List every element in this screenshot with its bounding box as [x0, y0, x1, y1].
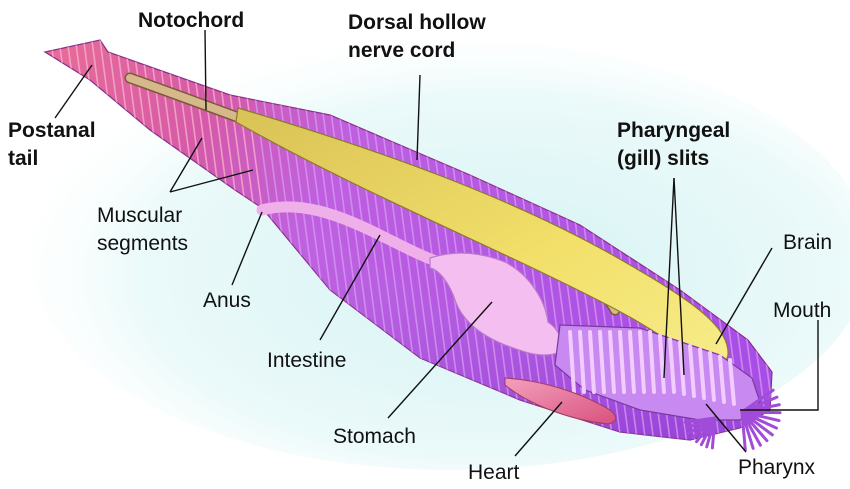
muscular-leader-1 [169, 137, 203, 193]
anus-leader [231, 211, 263, 286]
postanal-leader [54, 64, 93, 119]
gill-slit [618, 330, 626, 394]
gill-slit [728, 358, 736, 406]
intestine-leader [319, 234, 381, 341]
pharyngeal-leader-2 [673, 177, 685, 376]
gill-slit [718, 354, 726, 404]
gill-slit [688, 344, 696, 398]
gill-slit [608, 330, 616, 394]
label-pharynx: Pharynx [738, 456, 816, 479]
intestine [256, 201, 446, 268]
mouth-cirrus [683, 416, 717, 424]
leader-lines [54, 29, 819, 457]
brain-leader [715, 247, 773, 345]
label-mouth: Mouth [773, 299, 832, 322]
label-dorsal-hollow-line2: nerve cord [348, 39, 456, 62]
heart [504, 377, 617, 425]
gill-slit [588, 330, 596, 394]
gill-slit [648, 330, 656, 394]
label-anus: Anus [203, 289, 251, 312]
gill-slit [708, 351, 716, 402]
dorsal-cord-leader [416, 74, 421, 161]
label-heart: Heart [468, 461, 520, 484]
gill-slit [638, 330, 646, 394]
muscular-leader-2 [169, 169, 254, 193]
stomach-leader [387, 301, 493, 419]
gill-slit [678, 340, 686, 396]
gill-slit [658, 333, 666, 394]
label-pharyngeal-slits-line2: (gill) slits [617, 147, 710, 170]
gill-slit [628, 330, 636, 394]
label-intestine: Intestine [267, 349, 347, 372]
label-postanal-tail-line1: Postanal [8, 119, 96, 142]
label-brain: Brain [783, 231, 833, 254]
notochord-leader [204, 29, 207, 111]
gill-slits [568, 330, 736, 406]
label-postanal-tail-line2: tail [8, 147, 39, 170]
label-muscular-segments-line2: segments [97, 232, 189, 255]
pharynx-leader [705, 403, 747, 453]
mouth-cirri [683, 388, 782, 452]
label-stomach: Stomach [333, 425, 416, 448]
gill-slit [568, 330, 576, 394]
mouth-leader [740, 320, 819, 411]
label-muscular-segments-line1: Muscular [97, 204, 183, 227]
gill-slit [578, 330, 586, 394]
gill-slit [598, 330, 606, 394]
label-notochord: Notochord [138, 9, 245, 32]
gill-slit [698, 347, 706, 400]
label-dorsal-hollow-line1: Dorsal hollow [348, 11, 486, 34]
mouth-cirrus [740, 410, 747, 452]
heart-leader [514, 401, 563, 457]
gill-slit [668, 337, 676, 394]
pharyngeal-leader-1 [663, 177, 675, 379]
label-pharyngeal-slits-line1: Pharyngeal [617, 119, 731, 142]
